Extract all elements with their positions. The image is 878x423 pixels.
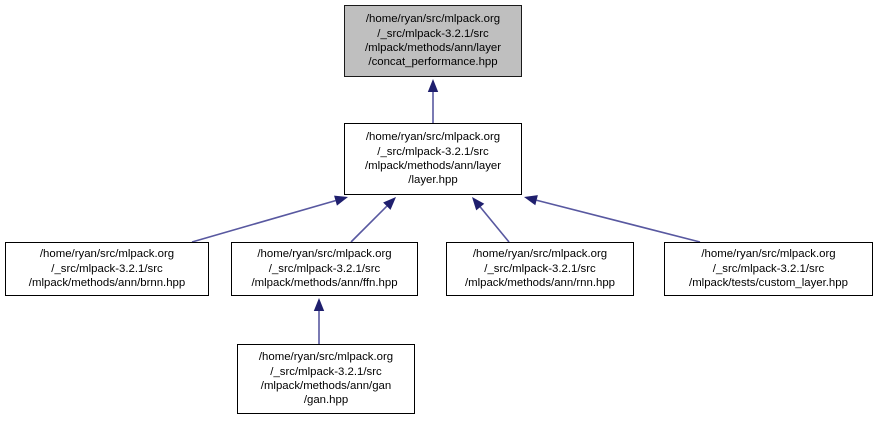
node-brnn[interactable]: /home/ryan/src/mlpack.org /_src/mlpack-3… (5, 242, 209, 296)
edge-line (350, 205, 388, 243)
edge-rnn-to-layer (472, 197, 510, 243)
edge-ffn-to-layer (350, 197, 396, 243)
edge-gan-to-ffn (313, 298, 325, 344)
arrowhead-icon (472, 197, 485, 211)
edge-line (536, 199, 701, 243)
edge-line (479, 206, 510, 243)
node-gan[interactable]: /home/ryan/src/mlpack.org /_src/mlpack-3… (237, 344, 415, 414)
node-label-rnn: /home/ryan/src/mlpack.org /_src/mlpack-3… (464, 248, 616, 290)
edge-layer-to-concat_performance (427, 79, 439, 123)
arrowhead-icon (334, 195, 348, 206)
edge-line (191, 199, 336, 243)
arrowhead-icon (427, 79, 439, 92)
edge-custom_layer-to-layer (524, 195, 701, 243)
node-rnn[interactable]: /home/ryan/src/mlpack.org /_src/mlpack-3… (446, 242, 634, 296)
arrowhead-icon (383, 197, 396, 210)
node-custom_layer[interactable]: /home/ryan/src/mlpack.org /_src/mlpack-3… (664, 242, 873, 296)
node-layer[interactable]: /home/ryan/src/mlpack.org /_src/mlpack-3… (344, 123, 522, 195)
node-concat_performance[interactable]: /home/ryan/src/mlpack.org /_src/mlpack-3… (344, 5, 522, 77)
node-ffn[interactable]: /home/ryan/src/mlpack.org /_src/mlpack-3… (231, 242, 418, 296)
arrowhead-icon (524, 195, 538, 206)
arrowhead-icon (313, 298, 325, 311)
edge-brnn-to-layer (191, 195, 348, 243)
node-label-concat_performance: /home/ryan/src/mlpack.org /_src/mlpack-3… (364, 13, 502, 69)
node-label-ffn: /home/ryan/src/mlpack.org /_src/mlpack-3… (251, 248, 398, 290)
node-label-gan: /home/ryan/src/mlpack.org /_src/mlpack-3… (258, 351, 394, 407)
node-label-custom_layer: /home/ryan/src/mlpack.org /_src/mlpack-3… (689, 248, 848, 290)
node-label-layer: /home/ryan/src/mlpack.org /_src/mlpack-3… (364, 131, 502, 187)
node-label-brnn: /home/ryan/src/mlpack.org /_src/mlpack-3… (28, 248, 186, 290)
